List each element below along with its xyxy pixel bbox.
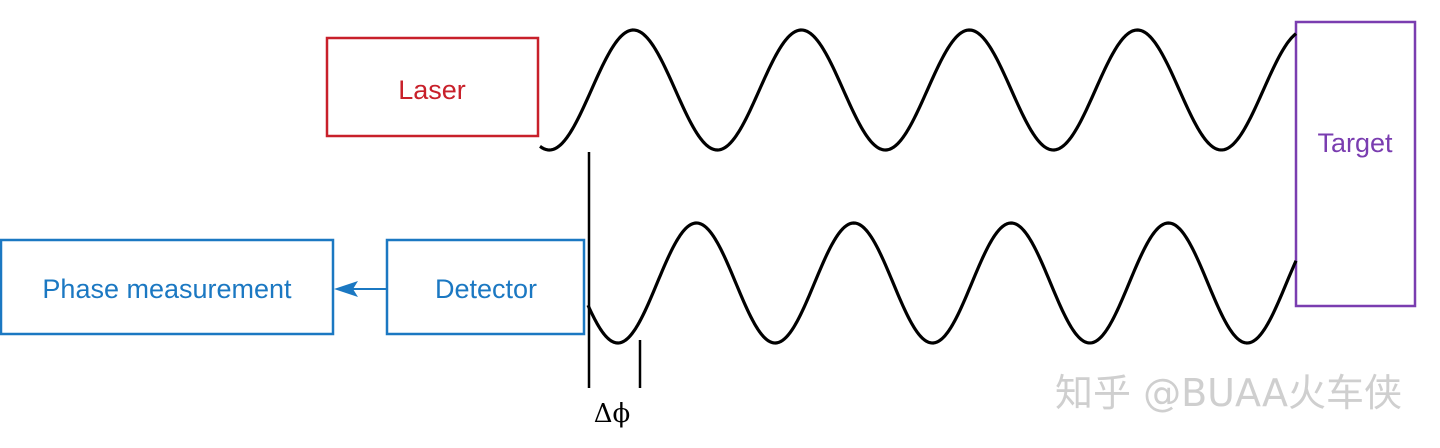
arrow-head — [334, 281, 358, 297]
laser-box-frame — [325, 36, 540, 138]
phase-measurement-label: Phase measurement — [42, 274, 292, 304]
target-box-frame — [1294, 20, 1417, 308]
target-label: Target — [1317, 128, 1393, 158]
outgoing-wave — [539, 28, 1298, 152]
laser-label: Laser — [398, 75, 466, 105]
watermark-text: 知乎 @BUAA火车侠 — [1055, 371, 1402, 415]
phase-measurement-box-frame — [0, 238, 335, 336]
target-box: Target — [1294, 20, 1417, 308]
detector-to-phase-arrow — [334, 281, 387, 297]
detector-box: Detector — [385, 238, 586, 336]
laser-box: Laser — [325, 36, 540, 138]
phase-measurement-box: Phase measurement — [0, 238, 335, 336]
returning-wave — [586, 221, 1298, 345]
phase-shift-label: Δϕ — [594, 399, 631, 429]
detector-box-frame — [385, 238, 586, 336]
detector-label: Detector — [435, 274, 537, 304]
